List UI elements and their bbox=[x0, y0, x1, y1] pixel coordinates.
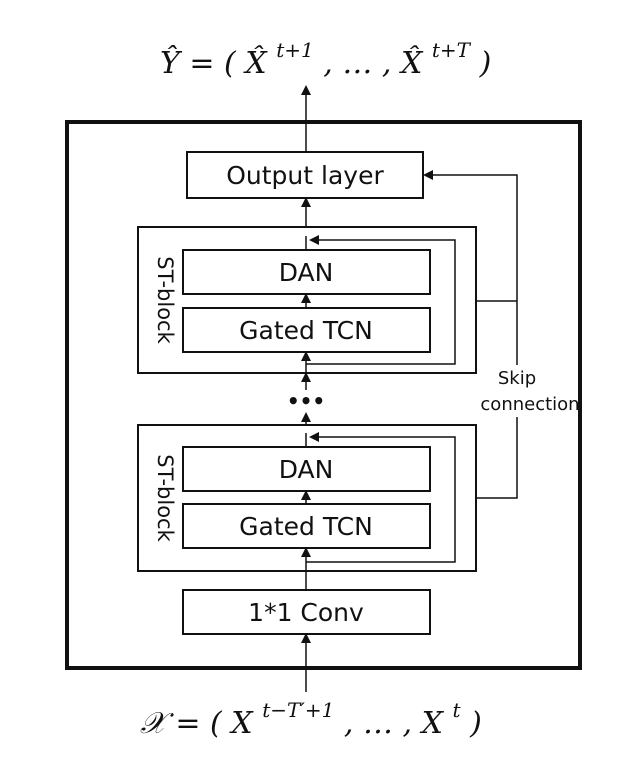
input-formula-last-sup: t bbox=[453, 698, 462, 722]
input-formula-first-base: X bbox=[229, 706, 254, 741]
input-formula-mid: , … , bbox=[344, 706, 422, 741]
input-formula-eq: = ( bbox=[175, 706, 223, 741]
dan-label-lower: DAN bbox=[279, 455, 334, 484]
skip-label-background bbox=[486, 365, 576, 417]
conv-label: 1*1 Conv bbox=[248, 598, 364, 627]
output-formula-close: ) bbox=[479, 46, 492, 81]
skip-label-line2: connection bbox=[480, 394, 579, 415]
input-formula: 𝒳 = ( X t−T′+1 , … , X t ) bbox=[140, 690, 482, 741]
output-formula-first-sup: t+1 bbox=[276, 38, 314, 62]
gated-tcn-label-upper: Gated TCN bbox=[239, 316, 373, 345]
dan-label-upper: DAN bbox=[279, 258, 334, 287]
outer-frame bbox=[65, 120, 582, 670]
conv-box bbox=[182, 589, 431, 635]
residual-connection-lower bbox=[306, 432, 456, 563]
output-layer-label: Output layer bbox=[226, 161, 384, 190]
gated-tcn-label-lower: Gated TCN bbox=[239, 512, 373, 541]
input-formula-last-base: X bbox=[420, 706, 445, 741]
output-formula-eq: = ( bbox=[189, 46, 237, 81]
skip-label-line1: Skip bbox=[498, 368, 536, 389]
st-block-lower-label: ST-block bbox=[153, 454, 177, 542]
output-formula-last-sup: t+T bbox=[432, 38, 472, 62]
input-formula-first-sup: t−T′+1 bbox=[262, 698, 334, 722]
ellipsis: ••• bbox=[287, 389, 325, 413]
output-formula-lhs: Ŷ bbox=[160, 45, 183, 81]
output-formula-first-base: X̂ bbox=[243, 46, 268, 81]
gated-tcn-box-lower bbox=[182, 503, 431, 549]
st-block-upper-label: ST-block bbox=[153, 256, 177, 344]
input-formula-close: ) bbox=[469, 706, 482, 741]
skip-connection-lower-branch bbox=[423, 170, 518, 499]
output-formula: Ŷ = ( X̂ t+1 , … , X̂ t+T ) bbox=[160, 30, 491, 81]
residual-connection-upper bbox=[306, 235, 456, 365]
dan-box-lower bbox=[182, 446, 431, 492]
output-formula-mid: , … , bbox=[323, 46, 401, 81]
output-formula-last-base: X̂ bbox=[399, 46, 424, 81]
input-formula-lhs: 𝒳 bbox=[140, 706, 174, 741]
